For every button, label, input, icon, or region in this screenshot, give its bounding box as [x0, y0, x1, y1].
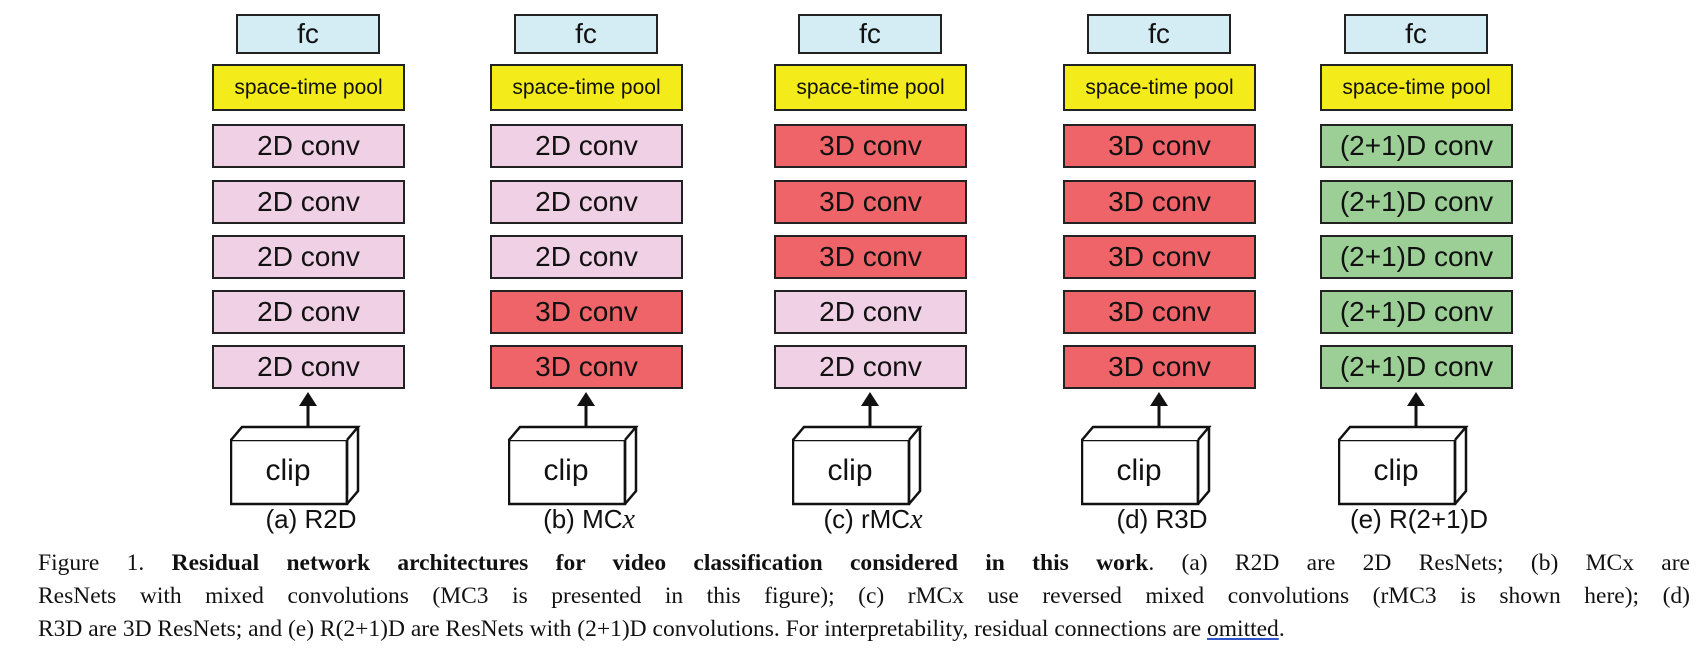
architecture-column: fc space-time pool 2D conv 2D conv 2D conv 3D…: [489, 0, 689, 545]
architecture-label-italic: x: [622, 504, 635, 535]
conv-layer: 2D conv: [212, 235, 405, 279]
clip-box-icon: [1081, 425, 1212, 506]
architecture-column: fc space-time pool (2+1)D conv (2+1)D conv (…: [1319, 0, 1519, 545]
conv-layer: 2D conv: [212, 180, 405, 224]
conv-layer: 2D conv: [774, 345, 967, 389]
space-time-pool-layer: space-time pool: [774, 64, 967, 111]
clip-box-icon: [792, 425, 923, 506]
space-time-pool-layer: space-time pool: [1063, 64, 1256, 111]
architecture-column: fc space-time pool 3D conv 3D conv 3D conv 2D…: [773, 0, 973, 545]
architecture-label-text: (e) R(2+1)D: [1350, 504, 1488, 534]
conv-layer: 2D conv: [490, 235, 683, 279]
caption-line-2: ResNets with mixed convolutions (MC3 is …: [38, 583, 1690, 609]
fc-layer: fc: [1087, 14, 1231, 54]
fc-layer: fc: [798, 14, 942, 54]
arrow-up-icon: [1407, 392, 1425, 427]
fc-layer: fc: [514, 14, 658, 54]
caption-line3-end: .: [1278, 616, 1285, 642]
architecture-label-text: (c) rMC: [823, 504, 911, 534]
clip-label: clip: [1116, 454, 1162, 487]
conv-layer: 3D conv: [774, 124, 967, 168]
caption-bold-title: Residual network architectures for video…: [171, 550, 1149, 576]
clip-box-icon: [1338, 425, 1469, 506]
architecture-label: (a) R2D: [201, 504, 421, 536]
architecture-label-italic: x: [910, 504, 923, 535]
architecture-label: (d) R3D: [1052, 504, 1272, 536]
clip-label: clip: [543, 454, 589, 487]
conv-layer: 2D conv: [774, 290, 967, 334]
fc-layer: fc: [236, 14, 380, 54]
conv-layer: (2+1)D conv: [1320, 235, 1513, 279]
arrow-up-icon: [577, 392, 595, 427]
arrow-up-icon: [861, 392, 879, 427]
architecture-label: (b) MCx: [479, 504, 699, 536]
fc-layer: fc: [1344, 14, 1488, 54]
architecture-label-text: (a) R2D: [265, 504, 357, 534]
conv-layer: (2+1)D conv: [1320, 290, 1513, 334]
conv-layer: 2D conv: [212, 290, 405, 334]
conv-layer: 3D conv: [490, 345, 683, 389]
caption-line-3: R3D are 3D ResNets; and (e) R(2+1)D are …: [38, 613, 1690, 646]
architecture-label-text: (d) R3D: [1116, 504, 1208, 534]
conv-layer: (2+1)D conv: [1320, 180, 1513, 224]
conv-layer: 3D conv: [1063, 345, 1256, 389]
conv-layer: (2+1)D conv: [1320, 345, 1513, 389]
caption-line-1: Figure 1. Residual network architectures…: [38, 547, 1690, 580]
conv-layer: 3D conv: [1063, 180, 1256, 224]
conv-layer: 3D conv: [774, 180, 967, 224]
caption-line1-rest: . (a) R2D are 2D ResNets; (b) MCx are: [1148, 550, 1690, 576]
architecture-label: (c) rMCx: [763, 504, 983, 536]
conv-layer: 2D conv: [212, 124, 405, 168]
architecture-column: fc space-time pool 3D conv 3D conv 3D conv 3D…: [1062, 0, 1262, 545]
space-time-pool-layer: space-time pool: [212, 64, 405, 111]
caption-omitted-link: omitted: [1207, 616, 1279, 642]
architecture-label: (e) R(2+1)D: [1309, 504, 1529, 536]
caption-prefix: Figure 1.: [38, 550, 172, 576]
conv-layer: 3D conv: [1063, 124, 1256, 168]
conv-layer: 2D conv: [490, 124, 683, 168]
architecture-label-text: (b) MC: [543, 504, 623, 534]
conv-layer: 2D conv: [212, 345, 405, 389]
clip-box-icon: [508, 425, 639, 506]
conv-layer: 3D conv: [1063, 290, 1256, 334]
arrow-up-icon: [299, 392, 317, 427]
conv-layer: 3D conv: [774, 235, 967, 279]
conv-layer: 3D conv: [490, 290, 683, 334]
space-time-pool-layer: space-time pool: [490, 64, 683, 111]
clip-label: clip: [1373, 454, 1419, 487]
clip-box-icon: [230, 425, 361, 506]
space-time-pool-layer: space-time pool: [1320, 64, 1513, 111]
figure-caption: Figure 1. Residual network architectures…: [38, 547, 1690, 646]
conv-layer: 3D conv: [1063, 235, 1256, 279]
arrow-up-icon: [1150, 392, 1168, 427]
clip-label: clip: [265, 454, 311, 487]
clip-label: clip: [827, 454, 873, 487]
caption-line3-start: R3D are 3D ResNets; and (e) R(2+1)D are …: [38, 616, 1208, 642]
conv-layer: 2D conv: [490, 180, 683, 224]
conv-layer: (2+1)D conv: [1320, 124, 1513, 168]
architecture-column: fc space-time pool 2D conv 2D conv 2D conv 2D…: [211, 0, 411, 545]
